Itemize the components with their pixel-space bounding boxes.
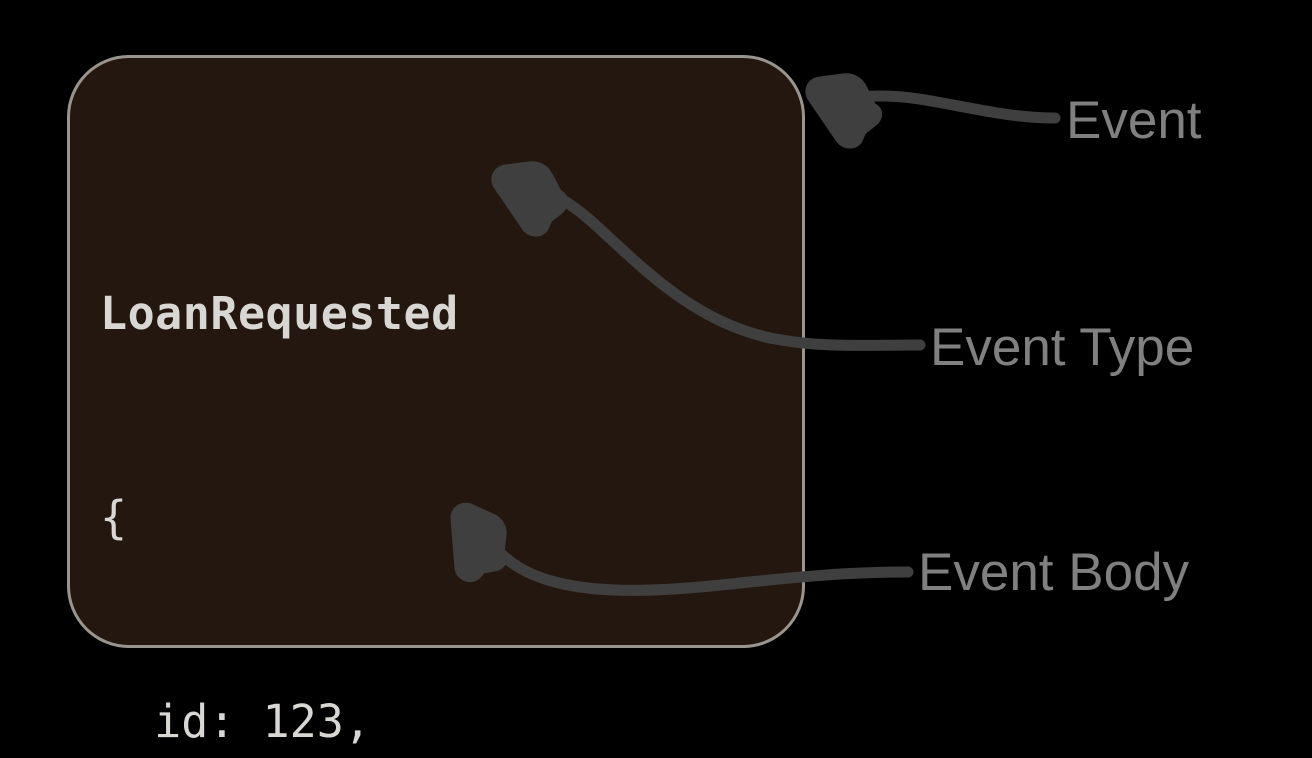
- callout-label-event: Event: [1066, 91, 1202, 150]
- json-field-id: id: 123,: [100, 695, 371, 748]
- event-arrow: [805, 73, 1061, 149]
- json-open-brace: {: [100, 491, 128, 544]
- event-code-block: LoanRequested { id: 123, amount: 100, bo…: [100, 144, 723, 758]
- callout-label-event-type: Event Type: [930, 318, 1195, 377]
- event-type-text: LoanRequested: [100, 287, 459, 340]
- event-card: LoanRequested { id: 123, amount: 100, bo…: [67, 55, 805, 748]
- callout-label-event-body: Event Body: [918, 543, 1190, 602]
